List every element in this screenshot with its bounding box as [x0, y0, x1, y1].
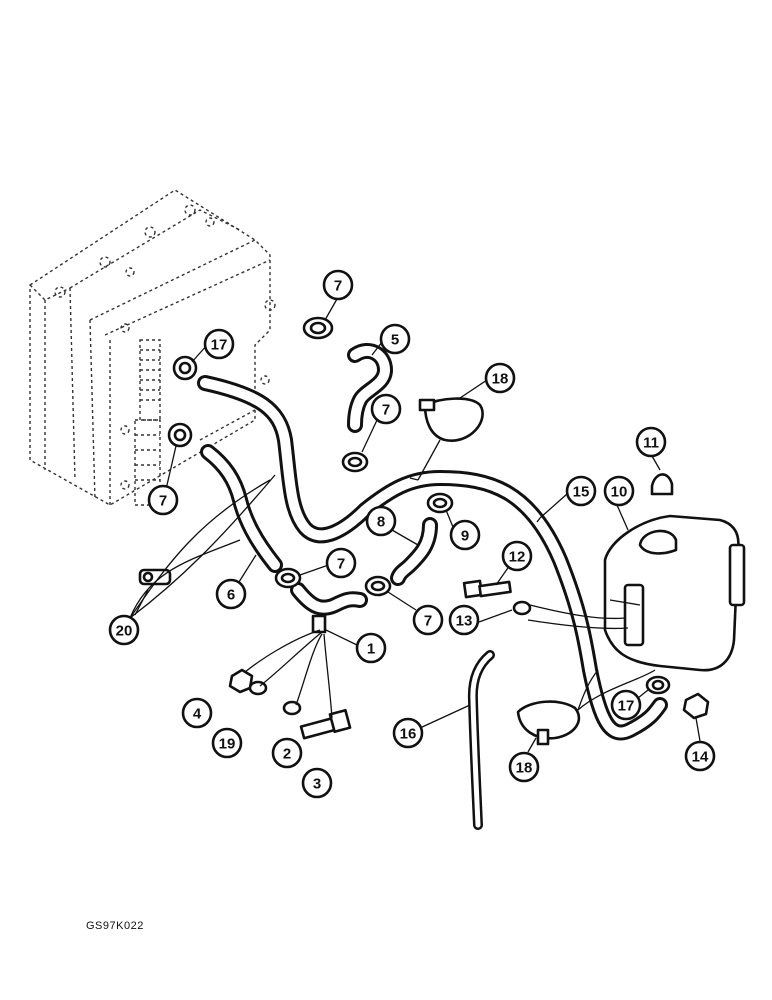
svg-text:7: 7 [337, 556, 345, 573]
callout-19: 19 [211, 727, 243, 759]
hose-clamp-7-top [302, 316, 334, 340]
svg-text:18: 18 [516, 760, 533, 777]
washer-2 [282, 700, 302, 716]
nut-4 [228, 668, 254, 694]
strap-clamp-18-bottom [516, 700, 581, 746]
callout-20: 20 [108, 614, 140, 646]
callout-7-lower: 7 [325, 547, 357, 579]
callout-18-top: 18 [484, 362, 516, 394]
hose-5 [347, 343, 393, 433]
callout-13: 13 [448, 604, 480, 636]
hose-clamp-7-radiator [167, 422, 193, 448]
callout-1: 1 [355, 632, 387, 664]
svg-text:2: 2 [283, 746, 291, 763]
svg-text:9: 9 [461, 528, 469, 545]
callout-9: 9 [449, 519, 481, 551]
upper-radiator-hose [197, 375, 668, 741]
callout-12: 12 [501, 540, 533, 572]
bolt-3 [299, 708, 352, 740]
hose-clamp-9 [426, 492, 454, 514]
svg-text:6: 6 [227, 587, 235, 604]
svg-text:17: 17 [211, 337, 228, 354]
hose-clamp-7-right [364, 575, 392, 597]
svg-text:7: 7 [382, 402, 390, 419]
svg-text:5: 5 [391, 332, 399, 349]
lower-radiator-hose [200, 444, 283, 573]
svg-text:15: 15 [573, 484, 590, 501]
callout-7-right: 7 [412, 604, 444, 636]
svg-text:4: 4 [193, 706, 202, 723]
svg-text:3: 3 [313, 776, 321, 793]
figure-code: GS97K022 [86, 920, 144, 932]
expansion-tank [603, 514, 746, 672]
svg-text:7: 7 [424, 613, 432, 630]
callout-15: 15 [565, 475, 597, 507]
svg-text:11: 11 [643, 435, 659, 452]
callout-16: 16 [392, 717, 424, 749]
callout-18-bottom: 18 [508, 751, 540, 783]
hose-clamp-17-tank [645, 675, 671, 695]
svg-text:14: 14 [692, 749, 709, 766]
svg-text:7: 7 [159, 493, 167, 510]
callout-17-radiator: 17 [203, 328, 235, 360]
nut-14 [682, 692, 710, 720]
callout-7-mid: 7 [370, 393, 402, 425]
svg-text:10: 10 [611, 484, 628, 501]
svg-text:12: 12 [509, 549, 526, 566]
hose-clamp-7-lower [274, 567, 302, 589]
elbow-pipe [290, 582, 368, 634]
strap-clamp-18-top [418, 397, 484, 442]
callout-17-tank: 17 [610, 689, 642, 721]
callout-6: 6 [215, 578, 247, 610]
svg-text:17: 17 [618, 698, 635, 715]
svg-text:13: 13 [456, 613, 473, 630]
hose-clamp-17-radiator [172, 355, 198, 381]
svg-text:20: 20 [116, 623, 133, 640]
callout-3: 3 [301, 767, 333, 799]
callout-2: 2 [271, 737, 303, 769]
hose-clamp-7-mid [341, 451, 369, 473]
svg-text:1: 1 [367, 641, 375, 658]
callout-10: 10 [603, 475, 635, 507]
washer-13 [512, 600, 532, 616]
svg-text:19: 19 [219, 736, 236, 753]
callout-11: 11 [635, 426, 667, 458]
callout-8: 8 [365, 505, 397, 537]
callout-14: 14 [684, 740, 716, 772]
svg-text:16: 16 [400, 726, 417, 743]
callout-7-radiator: 7 [147, 484, 179, 516]
callout-7-top: 7 [322, 269, 354, 301]
overflow-hose [467, 650, 495, 830]
leader-lines [129, 298, 701, 753]
svg-text:18: 18 [492, 371, 509, 388]
svg-text:8: 8 [377, 514, 385, 531]
callout-5: 5 [379, 323, 411, 355]
hose-8 [390, 517, 438, 586]
svg-text:7: 7 [334, 278, 342, 295]
callout-4: 4 [181, 697, 213, 729]
tank-cap [650, 473, 674, 496]
bolt-12 [462, 579, 512, 599]
radiator-assembly [29, 189, 276, 506]
